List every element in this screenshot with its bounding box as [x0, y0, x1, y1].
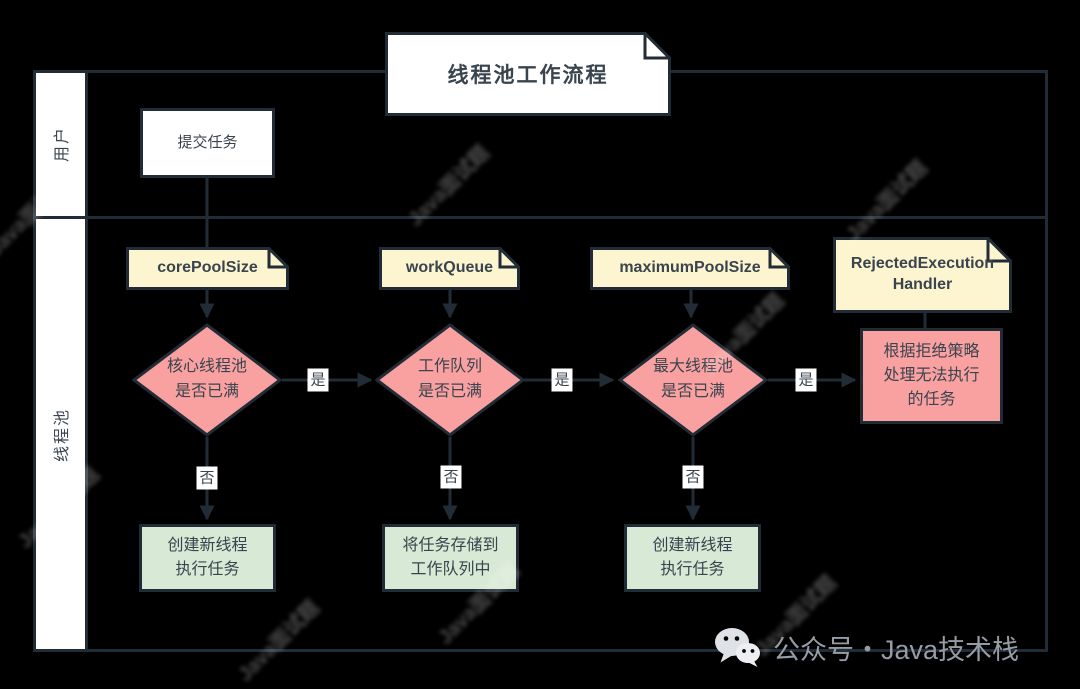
lane-divider: [33, 216, 1048, 219]
decision-core-label: 核心线程池 是否已满: [166, 358, 247, 400]
note-queue-label: workQueue: [405, 259, 494, 277]
note-rejected-label: RejectedExecution Handler: [850, 255, 995, 293]
node-store-in-queue: 将任务存储到 工作队列中: [382, 524, 519, 592]
folded-corner-icon: [768, 247, 790, 269]
lane-pool: 线程池: [33, 218, 88, 652]
note-core-label: corePoolSize: [157, 259, 258, 277]
note-core-pool-size: corePoolSize: [126, 247, 289, 290]
edge-label-yes-1: 是: [307, 368, 329, 392]
note-work-queue: workQueue: [379, 247, 520, 290]
lane-label-column: [33, 70, 88, 652]
node-create-thread-max: 创建新线程 执行任务: [624, 524, 761, 592]
folded-corner-icon: [267, 247, 289, 269]
diamond-shape: [618, 323, 768, 437]
edge-label-yes-2: 是: [551, 368, 573, 392]
note-shape: [379, 247, 520, 290]
edge-label-no-2: 否: [440, 465, 462, 489]
decision-max-pool-full: 最大线程池 是否已满: [618, 323, 768, 437]
lane-user-label: 用户: [54, 125, 72, 163]
note-rejected-execution-handler: RejectedExecution Handler: [833, 237, 1012, 313]
note-shape: [385, 32, 671, 116]
node-reject-policy: 根据拒绝策略 处理无法执行 的任务: [860, 328, 1003, 424]
page-title: 线程池工作流程: [447, 64, 609, 87]
lane-pool-label: 线程池: [54, 407, 72, 463]
note-maximum-pool-size: maximumPoolSize: [590, 247, 790, 290]
decision-work-queue-full: 工作队列 是否已满: [375, 323, 525, 437]
note-shape: [126, 247, 289, 290]
folded-corner-icon: [498, 247, 520, 269]
decision-core-pool-full: 核心线程池 是否已满: [132, 323, 282, 437]
folded-corner-icon: [986, 237, 1012, 263]
decision-queue-label: 工作队列 是否已满: [417, 358, 482, 400]
note-max-label: maximumPoolSize: [619, 259, 761, 277]
diamond-shape: [375, 323, 525, 437]
edge-label-yes-3: 是: [795, 368, 817, 392]
edge-label-no-3: 否: [682, 465, 704, 489]
title-note: 线程池工作流程: [385, 32, 671, 116]
folded-corner-icon: [643, 32, 671, 60]
footer-caption: 公众号・Java技术栈: [773, 634, 1020, 665]
wechat-icon: [715, 628, 760, 667]
node-submit-task: 提交任务: [140, 108, 275, 178]
note-shape: [590, 247, 790, 290]
footer: 公众号・Java技术栈: [713, 623, 1019, 671]
note-shape: [833, 237, 1012, 313]
node-create-thread-core: 创建新线程 执行任务: [139, 524, 276, 592]
edge-label-no-1: 否: [196, 466, 218, 490]
diamond-shape: [132, 323, 282, 437]
decision-max-label: 最大线程池 是否已满: [652, 358, 733, 400]
